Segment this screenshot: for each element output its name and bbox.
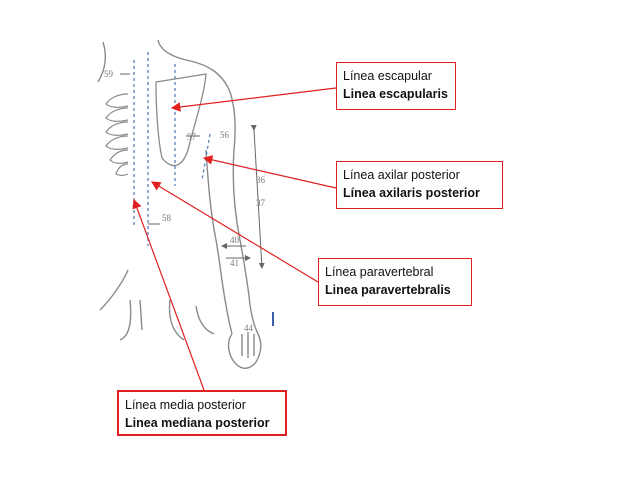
label-paravertebral-common: Línea paravertebral bbox=[325, 265, 434, 279]
figure-number: 58 bbox=[162, 213, 172, 223]
guide-lines bbox=[133, 52, 211, 246]
pointer-arrows bbox=[132, 87, 337, 391]
label-media-common: Línea media posterior bbox=[125, 398, 246, 412]
label-escapular: Línea escapular Linea escapularis bbox=[336, 62, 456, 110]
figure-number: 57 bbox=[187, 132, 197, 142]
pointer-arrow-paravertebral bbox=[150, 181, 319, 283]
label-escapular-latin: Linea escapularis bbox=[343, 87, 448, 101]
figure-number: 59 bbox=[104, 69, 114, 79]
label-paravertebral: Línea paravertebral Linea paravertebrali… bbox=[318, 258, 472, 306]
body-outline bbox=[97, 39, 262, 369]
label-media: Línea media posterior Linea mediana post… bbox=[117, 390, 287, 436]
figure-number: 44 bbox=[244, 323, 254, 333]
label-axilar-common: Línea axilar posterior bbox=[343, 168, 460, 182]
figure-number: 56 bbox=[220, 130, 230, 140]
label-axilar: Línea axilar posterior Línea axilaris po… bbox=[336, 161, 503, 209]
figure-number: 41 bbox=[230, 258, 239, 268]
figure-number: 37 bbox=[256, 198, 266, 208]
label-escapular-common: Línea escapular bbox=[343, 69, 432, 83]
figure-numbers: 59 57 56 36 37 58 40 41 44 bbox=[104, 69, 266, 333]
scapula-shape bbox=[155, 73, 207, 167]
figure-number: 40 bbox=[230, 235, 240, 245]
ribs bbox=[105, 93, 129, 177]
label-paravertebral-latin: Linea paravertebralis bbox=[325, 283, 451, 297]
measurement-arrows bbox=[120, 73, 265, 269]
pointer-arrow-media bbox=[132, 198, 205, 391]
label-media-latin: Linea mediana posterior bbox=[125, 416, 270, 430]
label-axilar-latin: Línea axilaris posterior bbox=[343, 186, 480, 200]
figure-number: 36 bbox=[256, 175, 266, 185]
pointer-arrow-escapular bbox=[170, 87, 337, 112]
pointer-arrow-axilar bbox=[202, 155, 337, 189]
